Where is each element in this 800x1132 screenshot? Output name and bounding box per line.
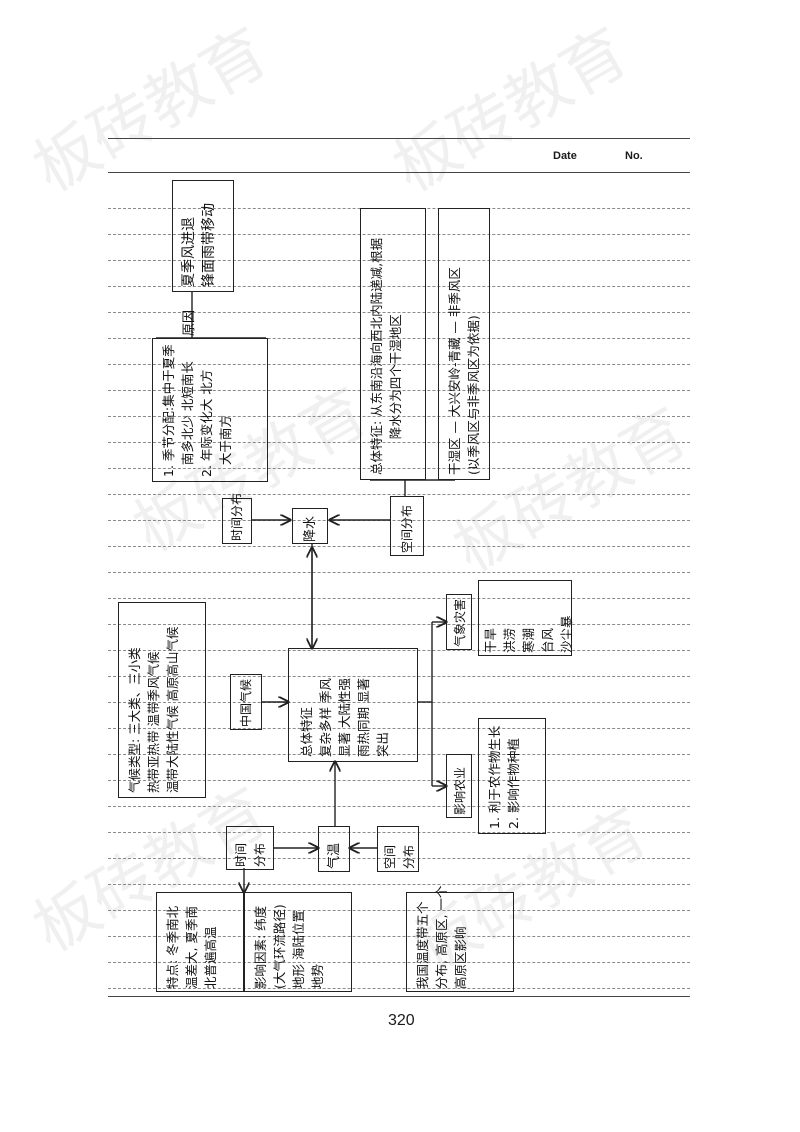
cause-text: 夏季风进退 锋面雨带移动 — [181, 203, 217, 287]
ruled-line — [108, 780, 690, 781]
cause-label: 原因 — [182, 309, 197, 336]
overall-feature-box: 总体特征 复杂多样 季风 显著 大陆性强 雨热同期 显著 突出 — [288, 648, 418, 762]
date-label: Date — [553, 150, 577, 162]
dry-wet-region-box: 干湿区 — 大兴安岭-青藏 — 非季风区 (以季风区与非季风区为依据) — [438, 208, 490, 480]
ruled-line — [108, 286, 690, 287]
temperature-box: 气温 — [318, 826, 350, 872]
impact-label: 影响农业 — [453, 766, 467, 815]
space-distribution-label: 空间分布 — [400, 504, 414, 553]
space-feature-box: 总体特征: 从东南沿海向西北内陆递减,根据 降水分为四个干湿地区 — [360, 208, 426, 480]
ruled-line — [108, 884, 690, 885]
ruled-line — [108, 572, 690, 573]
top-rule — [108, 138, 690, 139]
disaster-list-box: 干旱 洪涝 寒潮 台风 沙尘暴 — [478, 580, 574, 656]
impact-box: 影响农业 — [446, 754, 472, 818]
temp-factors-text: 影响因素: 纬度 (大气环流路径) 地形 海陆位置 地势 — [253, 904, 325, 989]
temp-factors-box: 影响因素: 纬度 (大气环流路径) 地形 海陆位置 地势 — [244, 892, 352, 992]
impact-detail-box: 1. 利于农作物生长 2. 影响作物种植 — [478, 718, 546, 834]
precipitation-label: 降水 — [303, 515, 318, 542]
ruled-line — [108, 650, 690, 651]
ruled-line — [108, 390, 690, 391]
ruled-line — [108, 728, 690, 729]
ruled-line — [108, 338, 690, 339]
ruled-line — [108, 598, 690, 599]
disaster-list-text: 干旱 洪涝 寒潮 台风 沙尘暴 — [483, 615, 574, 653]
ruled-line — [108, 546, 690, 547]
ruled-line — [108, 754, 690, 755]
temp-time-distribution-label: 时间 分布 — [234, 842, 267, 867]
disaster-label: 气象灾害 — [453, 598, 467, 647]
precipitation-box: 降水 — [292, 508, 328, 544]
temp-space-detail-box: 我国温度带五个 分布, 高原区, 一个 高原区影响 — [406, 886, 514, 992]
time-distribution-detail-box: 1. 季节分配:集中于夏季 南多北少 北短南长 2. 年际变化大 北方 大于南方 — [152, 338, 268, 482]
ruled-line — [108, 624, 690, 625]
ruled-line — [108, 468, 690, 469]
climate-types-box: 气候类型: 三大类、三小类 热带亚热带 温带季风气候 温带大陆性气候 高原高山气… — [118, 602, 206, 798]
temp-time-distribution-box: 时间 分布 — [226, 826, 274, 870]
space-distribution-box: 空间分布 — [390, 496, 424, 556]
ruled-line — [108, 910, 690, 911]
impact-detail-text: 1. 利于农作物生长 2. 影响作物种植 — [487, 725, 521, 829]
ruled-line — [108, 832, 690, 833]
time-distribution-detail-text: 1. 季节分配:集中于夏季 南多北少 北短南长 2. 年际变化大 北方 大于南方 — [161, 344, 233, 477]
ruled-line — [108, 676, 690, 677]
bottom-rule — [108, 996, 690, 997]
climate-types-text: 气候类型: 三大类、三小类 热带亚热带 温带季风气候 温带大陆性气候 高原高山气… — [127, 626, 180, 793]
china-climate-box: 中国气候 — [230, 674, 262, 730]
temp-feature-text: 特点: 冬季南北 温差大, 夏季南 北普遍高温 — [165, 905, 218, 989]
temp-space-distribution-label: 空间 分布 — [383, 844, 416, 869]
disaster-box: 气象灾害 — [446, 594, 472, 650]
ruled-line — [108, 494, 690, 495]
ruled-line — [108, 416, 690, 417]
ruled-line — [108, 442, 690, 443]
ruled-line — [108, 988, 690, 989]
time-distribution-box: 时间分布 — [222, 493, 252, 544]
header-rule — [108, 172, 690, 173]
space-feature-text: 总体特征: 从东南沿海向西北内陆递减,根据 降水分为四个干湿地区 — [369, 237, 403, 475]
temperature-label: 气温 — [327, 842, 342, 869]
ruled-line — [108, 234, 690, 235]
time-distribution-label: 时间分布 — [230, 492, 244, 541]
overall-feature-text: 总体特征 复杂多样 季风 显著 大陆性强 雨热同期 显著 突出 — [299, 678, 390, 757]
temp-space-detail-text: 我国温度带五个 分布, 高原区, 一个 高原区影响 — [415, 885, 468, 989]
dry-wet-region-text: 干湿区 — 大兴安岭-青藏 — 非季风区 (以季风区与非季风区为依据) — [447, 267, 481, 475]
ruled-line — [108, 260, 690, 261]
ruled-line — [108, 702, 690, 703]
ruled-line — [108, 962, 690, 963]
cause-box: 夏季风进退 锋面雨带移动 — [172, 180, 234, 292]
temp-feature-box: 特点: 冬季南北 温差大, 夏季南 北普遍高温 — [156, 892, 244, 992]
temp-space-distribution-box: 空间 分布 — [377, 826, 419, 872]
ruled-line — [108, 520, 690, 521]
ruled-line — [108, 858, 690, 859]
no-label: No. — [625, 150, 643, 162]
ruled-line — [108, 936, 690, 937]
page-number: 320 — [388, 1012, 415, 1029]
ruled-line — [108, 364, 690, 365]
ruled-line — [108, 312, 690, 313]
ruled-line — [108, 806, 690, 807]
china-climate-label: 中国气候 — [239, 678, 253, 727]
